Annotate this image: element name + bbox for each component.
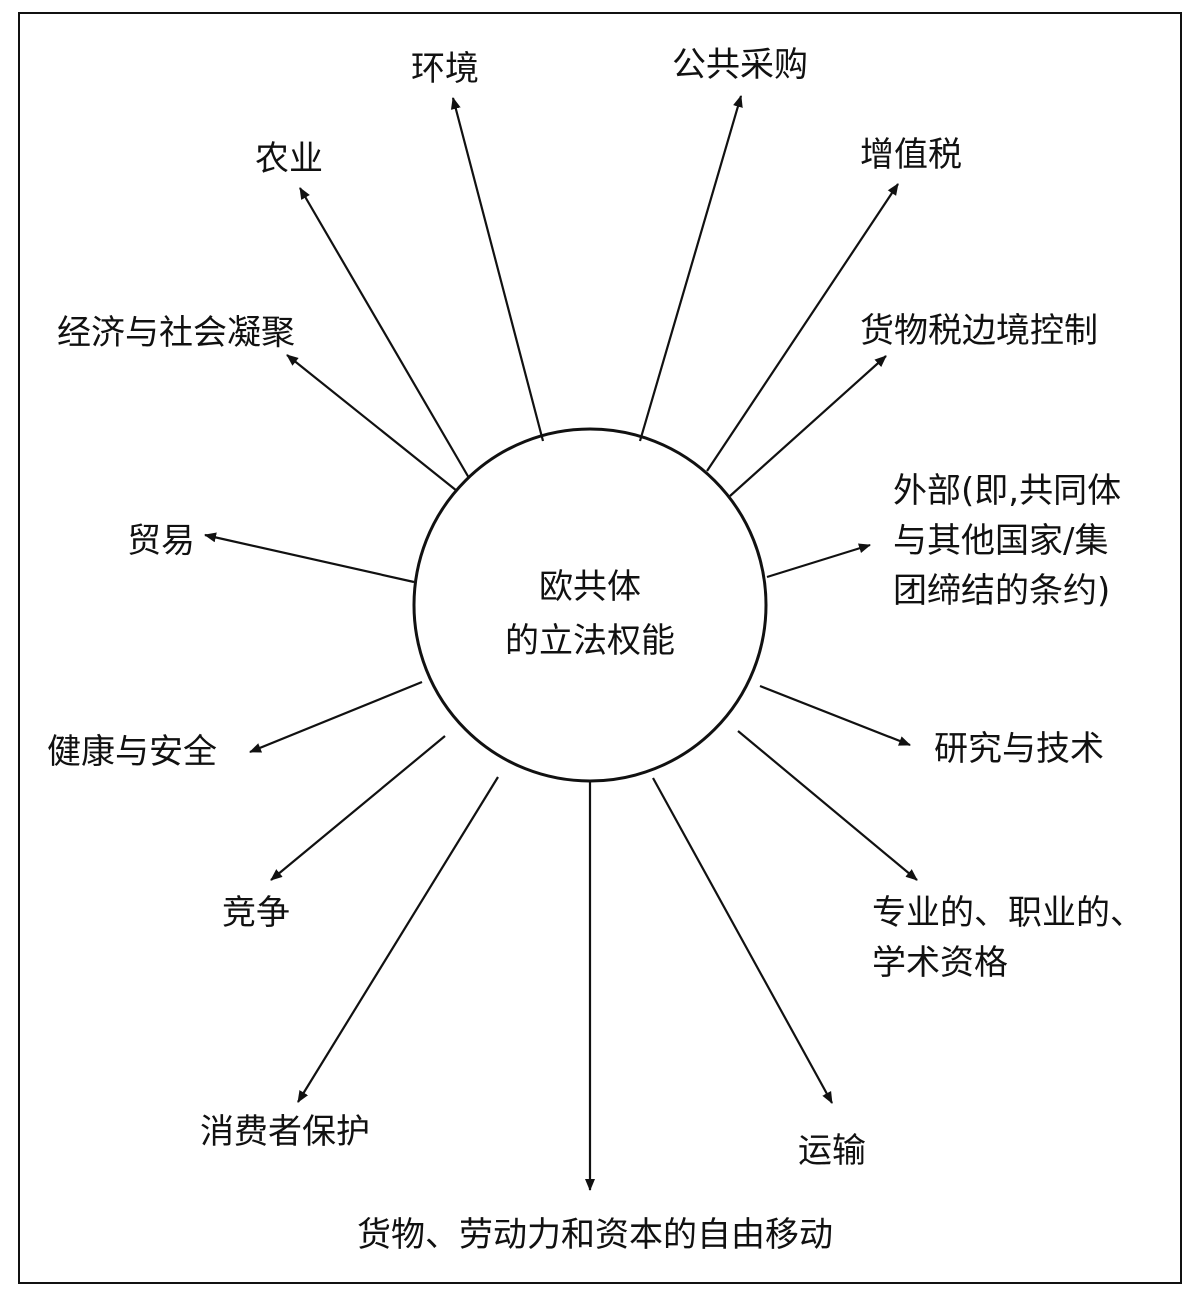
arrow-cohesion — [286, 354, 458, 492]
area-label-vat: 增值税 — [860, 135, 962, 175]
arrow-border-control — [729, 355, 887, 497]
arrow-transport — [652, 777, 833, 1104]
arrow-agriculture — [299, 187, 470, 479]
arrow-research — [759, 684, 911, 747]
area-label-free-movement: 货物、劳动力和资本的自由移动 — [357, 1215, 833, 1255]
arrow-trade — [204, 532, 415, 584]
arrow-environment — [450, 97, 545, 442]
area-label-public-procurement: 公共采购 — [672, 45, 808, 85]
arrow-consumer — [297, 776, 499, 1103]
area-label-cohesion: 经济与社会凝聚 — [57, 313, 295, 353]
area-label-consumer: 消费者保护 — [200, 1112, 370, 1152]
arrow-qualifications — [737, 730, 918, 881]
center-label: 欧共体 的立法权能 — [505, 567, 675, 661]
area-label-border-control: 货物税边境控制 — [860, 311, 1098, 351]
area-label-qualifications: 专业的、职业的、 学术资格 — [872, 893, 1144, 983]
area-label-transport: 运输 — [798, 1131, 866, 1171]
arrow-public-procurement — [638, 95, 743, 442]
area-label-agriculture: 农业 — [255, 139, 323, 179]
arrow-vat — [706, 183, 899, 472]
arrow-external — [766, 543, 871, 579]
area-label-health-safety: 健康与安全 — [47, 732, 217, 772]
arrow-competition — [270, 735, 446, 881]
diagram-frame — [18, 12, 1182, 1284]
area-label-environment: 环境 — [411, 49, 479, 89]
arrow-health-safety — [249, 680, 423, 754]
area-label-external: 外部(即,共同体 与其他国家/集 团缔结的条约) — [893, 471, 1122, 611]
area-label-research: 研究与技术 — [934, 729, 1104, 769]
area-label-trade: 贸易 — [127, 521, 195, 561]
area-label-competition: 竞争 — [222, 893, 290, 933]
arrows-group — [204, 95, 918, 1191]
